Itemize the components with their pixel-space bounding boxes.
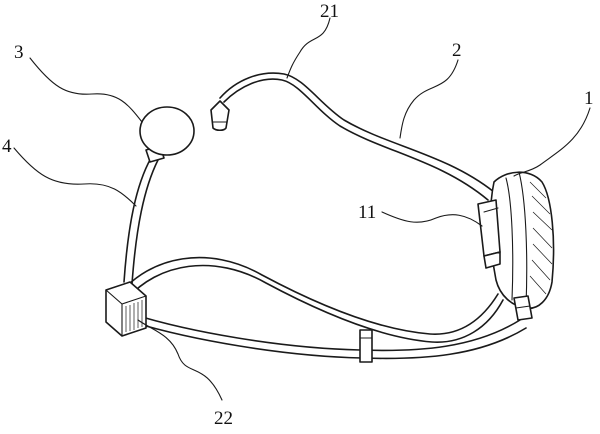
leader-2	[399, 59, 459, 139]
headband	[117, 72, 527, 360]
microphone-head	[139, 106, 195, 163]
left-clip	[105, 281, 147, 337]
leader-3	[29, 57, 143, 123]
leader-4	[13, 147, 137, 207]
label-1: 1	[584, 88, 594, 109]
leader-11	[381, 211, 483, 227]
label-11: 11	[358, 202, 376, 223]
leader-22	[137, 319, 223, 401]
label-4: 4	[2, 136, 12, 157]
label-22: 22	[214, 408, 233, 429]
earbud-tip	[210, 100, 230, 132]
cable-clip	[359, 329, 373, 363]
leader-lines	[13, 17, 591, 401]
side-connector	[477, 199, 501, 269]
leader-21	[286, 17, 331, 79]
reference-labels: 1 2 3 4 11 21 22	[2, 1, 594, 429]
label-21: 21	[320, 1, 339, 22]
label-3: 3	[14, 42, 24, 63]
microphone-boom	[123, 157, 159, 285]
leader-1	[513, 107, 591, 177]
main-body	[489, 171, 555, 321]
label-2: 2	[452, 40, 462, 61]
